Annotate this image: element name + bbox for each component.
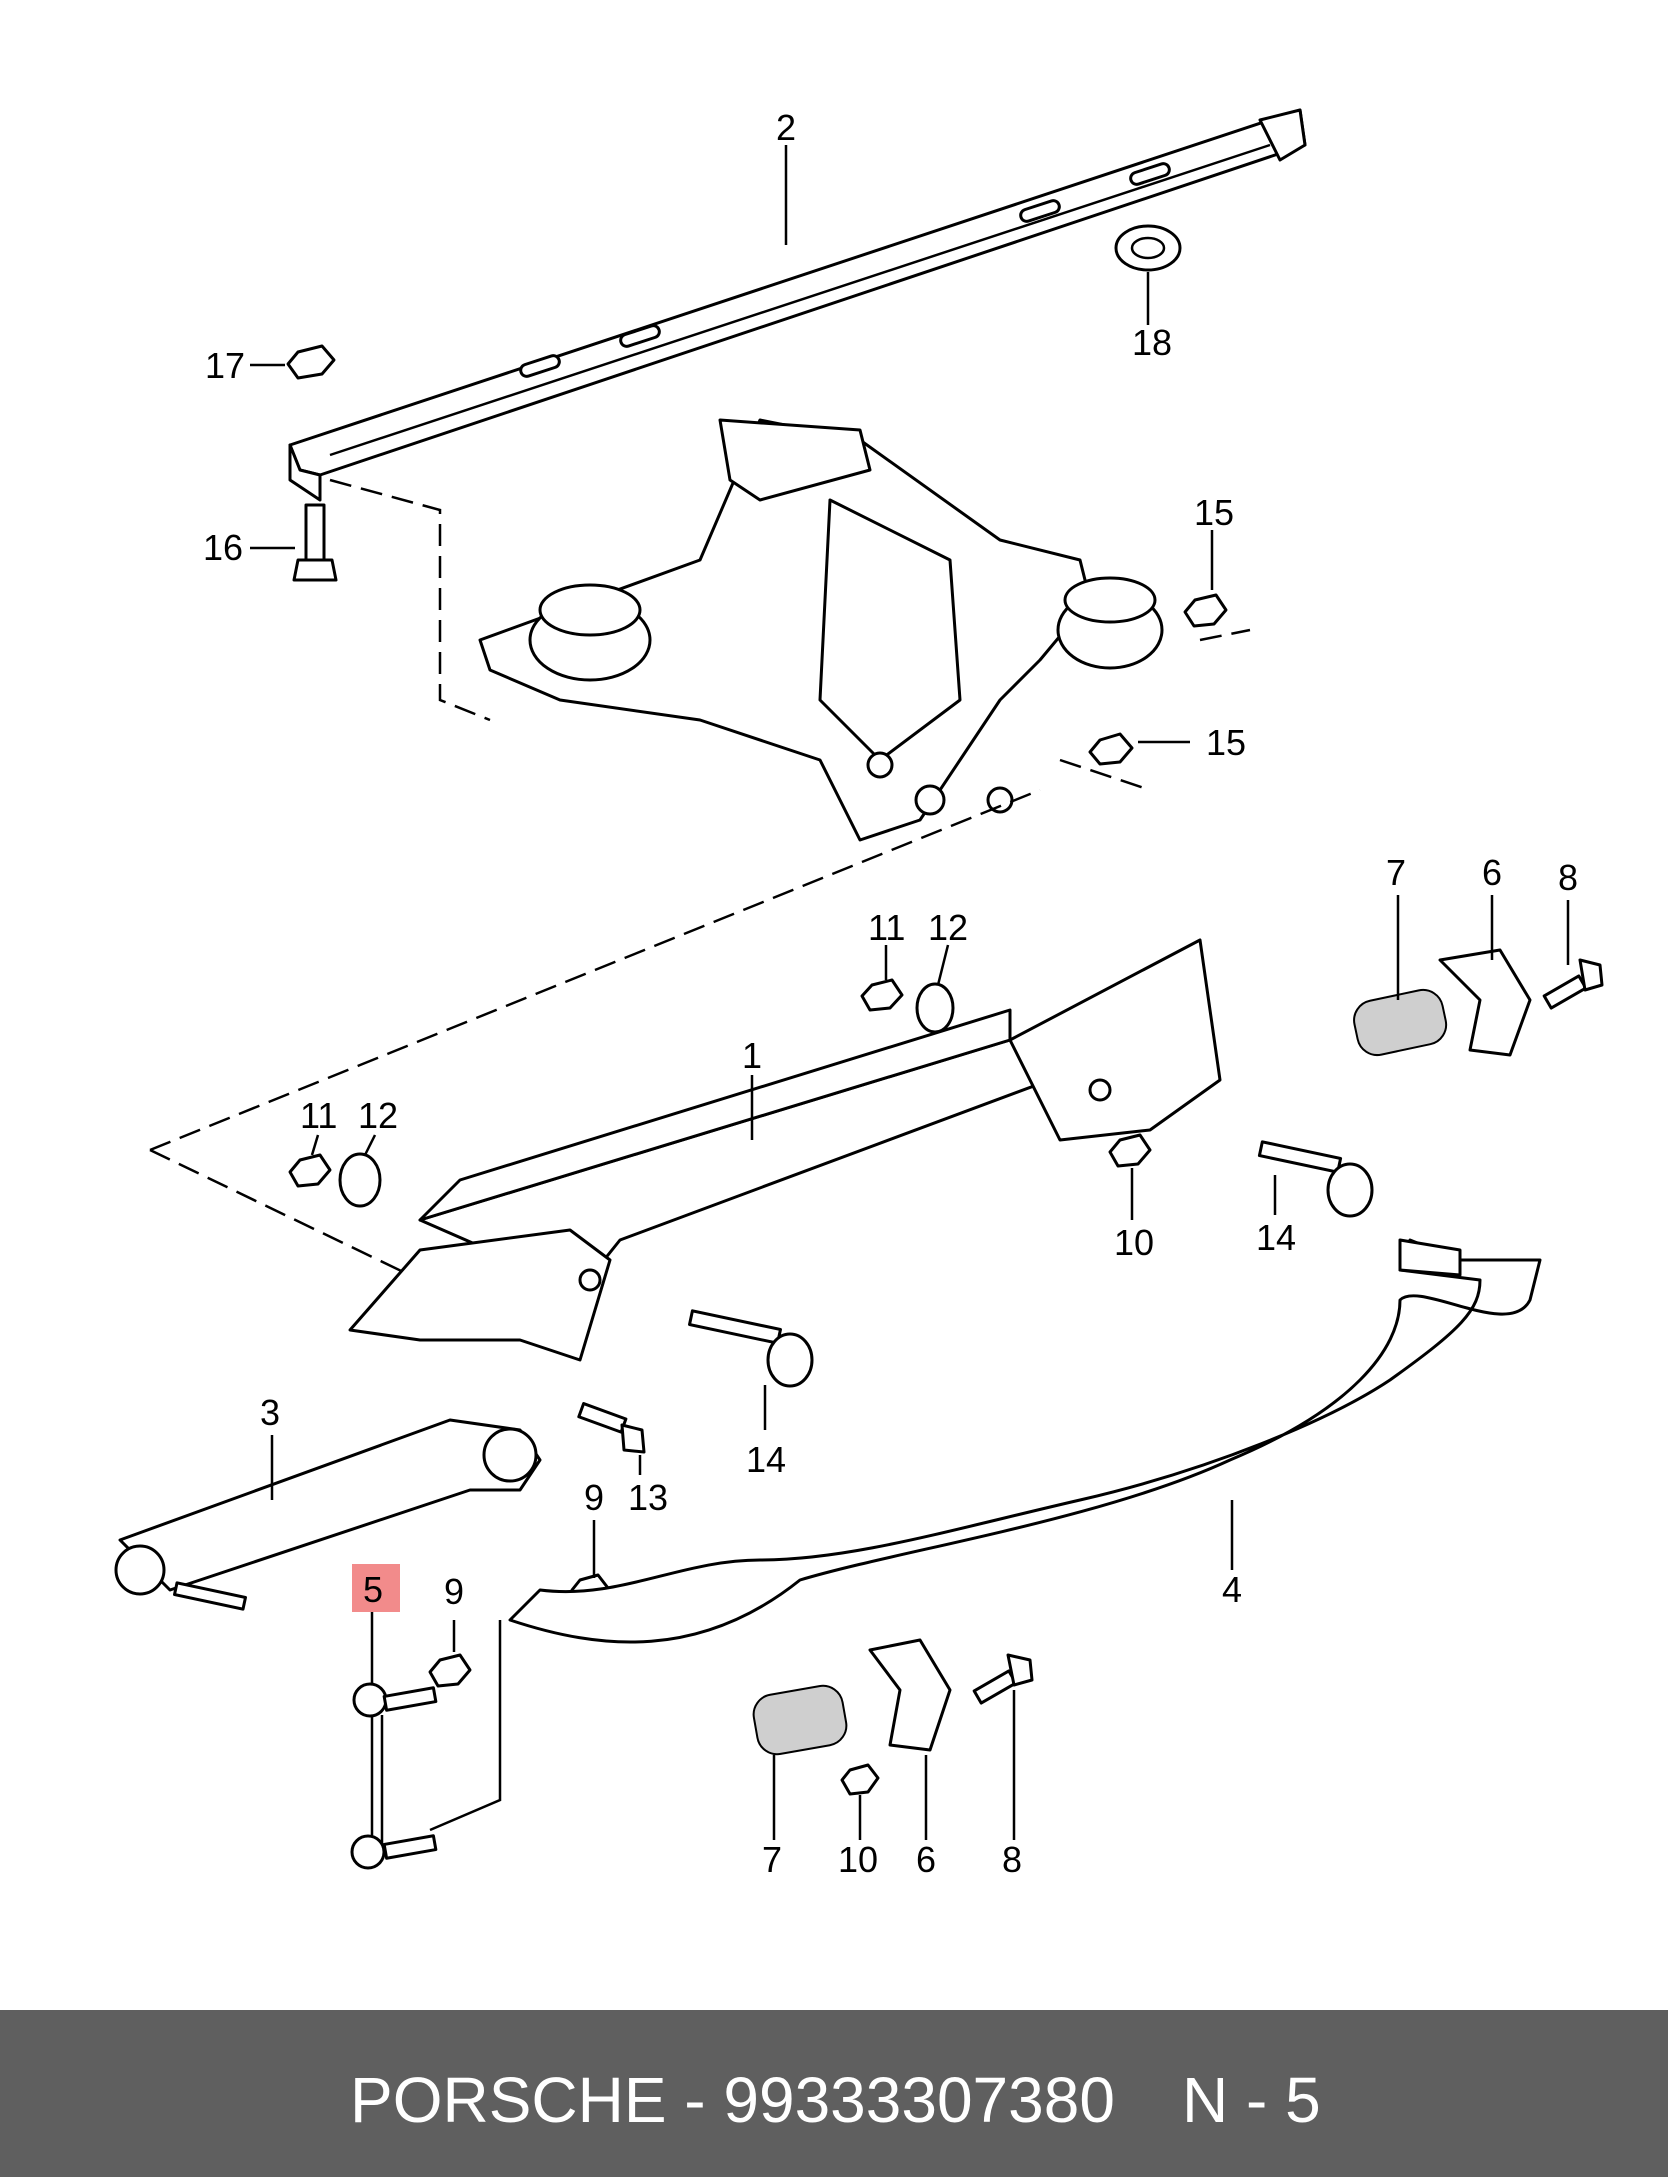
bushing-7-lower-icon xyxy=(752,1684,848,1756)
callout-10-upper: 10 xyxy=(1114,1222,1154,1263)
callout-18: 18 xyxy=(1132,322,1172,363)
trailing-arm-3 xyxy=(114,1418,542,1611)
bolt-16-icon xyxy=(292,503,338,582)
callout-5: 5 xyxy=(363,1569,383,1610)
callout-8-lower: 8 xyxy=(1002,1839,1022,1880)
nut-15-lower-icon xyxy=(1088,732,1134,766)
callout-4: 4 xyxy=(1222,1569,1242,1610)
callout-17: 17 xyxy=(205,345,245,386)
bolt-8-lower-icon xyxy=(972,1653,1034,1705)
callout-3: 3 xyxy=(260,1392,280,1433)
callout-6-upper: 6 xyxy=(1482,852,1502,893)
upper-cross-member xyxy=(288,108,1307,502)
bolt-14-right-icon xyxy=(1257,1140,1374,1218)
bolt-13-icon xyxy=(577,1402,646,1454)
stabilizer-link-5 xyxy=(350,1682,438,1870)
parts-diagram: 2 17 18 16 15 15 7 6 8 11 12 1 11 12 10 … xyxy=(114,107,1604,1880)
nut-10-upper-icon xyxy=(1108,1133,1152,1168)
callout-16: 16 xyxy=(203,527,243,568)
bolt-14-left-icon xyxy=(688,1309,814,1388)
callout-13: 13 xyxy=(628,1477,668,1518)
washer-12-upper-icon xyxy=(915,982,955,1034)
callout-15-upper: 15 xyxy=(1194,492,1234,533)
nut-15-upper-icon xyxy=(1183,593,1228,628)
brand-part-number: PORSCHE - 99333307380 xyxy=(350,2064,1115,2136)
nut-17-icon xyxy=(286,344,336,380)
callout-7-upper: 7 xyxy=(1386,852,1406,893)
bushing-7-upper-icon xyxy=(1353,988,1448,1057)
callout-9-upper: 9 xyxy=(584,1477,604,1518)
callout-1: 1 xyxy=(742,1035,762,1076)
rear-subframe xyxy=(478,418,1164,842)
callout-8-upper: 8 xyxy=(1558,857,1578,898)
callout-11-lower: 11 xyxy=(300,1095,337,1136)
callout-7-lower: 7 xyxy=(762,1839,782,1880)
callout-15-lower: 15 xyxy=(1206,722,1246,763)
callout-2: 2 xyxy=(776,107,796,148)
callout-14-lower: 14 xyxy=(746,1439,786,1480)
bolt-8-upper-icon xyxy=(1542,958,1604,1010)
callout-12-upper: 12 xyxy=(928,907,968,948)
callout-12-lower: 12 xyxy=(358,1095,398,1136)
callout-14-upper: 14 xyxy=(1256,1217,1296,1258)
nut-11-upper-icon xyxy=(860,978,904,1012)
callout-10-lower: 10 xyxy=(838,1839,878,1880)
stabilizer-bar-4 xyxy=(508,1238,1542,1644)
nut-9-lower-icon xyxy=(428,1653,472,1688)
highlight-box xyxy=(352,1564,400,1612)
diagram-position-label: N - 5 xyxy=(1182,2064,1321,2136)
callout-9-lower: 9 xyxy=(444,1571,464,1612)
clamp-6-lower-icon xyxy=(868,1638,952,1752)
clamp-6-upper-icon xyxy=(1438,948,1532,1057)
nut-10-lower-icon xyxy=(840,1763,880,1796)
footer-bar: PORSCHE - 99333307380 N - 5 xyxy=(0,2010,1668,2177)
callout-11-upper: 11 xyxy=(868,907,905,948)
callout-6-lower: 6 xyxy=(916,1839,936,1880)
washer-12-lower-icon xyxy=(338,1152,382,1208)
nut-11-lower-icon xyxy=(288,1153,332,1188)
main-cross-member xyxy=(348,938,1222,1362)
rubber-mount-18-icon xyxy=(1114,224,1182,272)
